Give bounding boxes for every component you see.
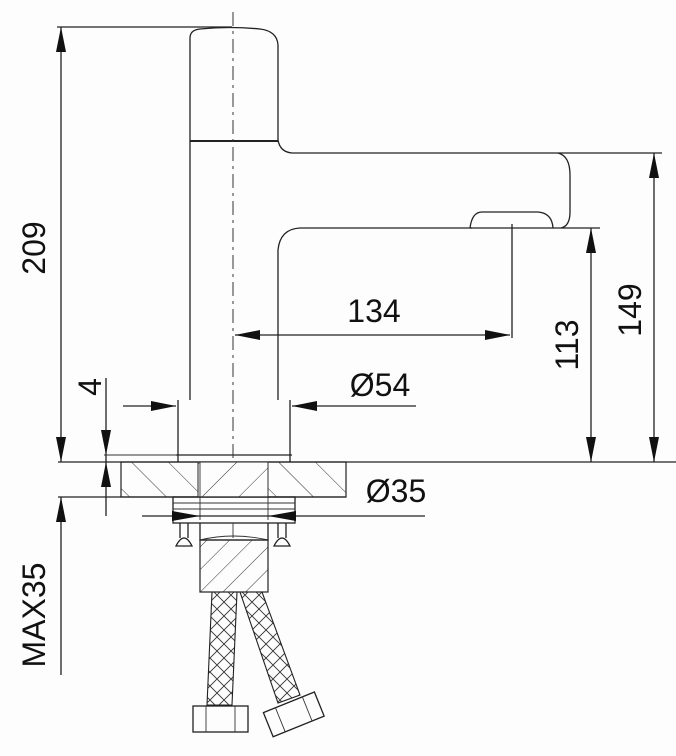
dim-base-diameter: Ø54 (123, 367, 416, 411)
braided-hoses (192, 591, 325, 738)
dim-label-4: 4 (72, 378, 108, 396)
dim-label-149: 149 (612, 283, 648, 336)
dim-spout-clearance: 113 (549, 228, 596, 462)
dim-plate-thickness: 4 (72, 378, 176, 516)
mounting-hardware (172, 496, 296, 593)
dim-total-height: 209 (16, 26, 232, 462)
dim-label-113: 113 (549, 319, 585, 370)
dim-max-deck-thickness: MAX35 (16, 497, 66, 675)
dim-label-209: 209 (16, 221, 52, 274)
dim-label-diameter-35: Ø35 (366, 473, 426, 509)
dim-spout-top: 149 (560, 152, 662, 462)
faucet-body (176, 26, 600, 462)
dim-label-diameter-54: Ø54 (350, 367, 410, 403)
dim-label-134: 134 (347, 293, 400, 329)
dim-hole-diameter: Ø35 (142, 473, 426, 521)
dim-label-max35: MAX35 (16, 563, 52, 668)
dim-spout-reach: 134 (235, 224, 513, 340)
